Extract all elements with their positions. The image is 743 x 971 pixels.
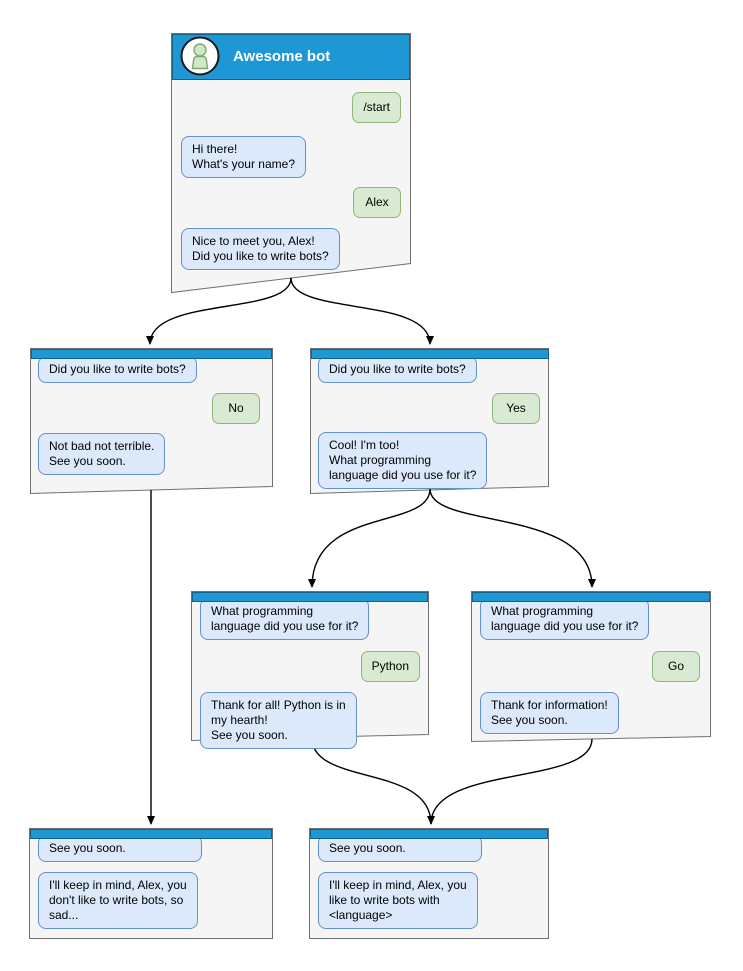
window-end-no-titlebar (30, 829, 272, 839)
message-bubble-question-echo: Did you like to write bots? (318, 356, 477, 383)
window-main: /start Hi there! What's your name? Alex … (172, 80, 410, 270)
message-bubble-user-name: Alex (353, 187, 401, 218)
window-python-branch: What programming language did you use fo… (192, 598, 428, 749)
message-bubble-see-you-soon: See you soon. (38, 835, 202, 862)
arrow-python-to-end-yes (311, 737, 435, 825)
window-yes-branch: Did you like to write bots? Yes Cool! I'… (311, 356, 549, 489)
window-main-title: Awesome bot (233, 48, 331, 65)
message-bubble-question-echo: Did you like to write bots? (38, 356, 197, 383)
window-no-branch: Did you like to write bots? No Not bad n… (31, 356, 272, 475)
message-bubble-nice-to-meet: Nice to meet you, Alex! Did you like to … (181, 228, 340, 270)
window-end-no: See you soon. I'll keep in mind, Alex, y… (30, 835, 272, 929)
message-bubble-end-yes-reply: I'll keep in mind, Alex, you like to wri… (318, 872, 478, 929)
message-bubble-greeting: Hi there! What's your name? (181, 136, 307, 178)
avatar (180, 36, 220, 76)
window-go-branch: What programming language did you use fo… (472, 598, 710, 734)
message-bubble-yes-reply: Cool! I'm too! What programming language… (318, 432, 488, 489)
arrow-main-to-yes-branch (290, 277, 434, 345)
arrow-go-to-end-yes (430, 738, 593, 825)
message-bubble-answer-python: Python (360, 651, 420, 682)
window-go-branch-titlebar (472, 592, 710, 602)
message-bubble-answer-go: Go (652, 651, 700, 682)
window-python-branch-titlebar (192, 592, 428, 602)
arrow-main-to-no-branch (146, 277, 292, 345)
arrow-yes-branch-to-python (308, 488, 431, 588)
arrow-yes-branch-to-go (429, 488, 596, 588)
message-bubble-see-you-soon: See you soon. (318, 835, 482, 862)
message-bubble-answer-yes: Yes (492, 393, 540, 424)
message-bubble-go-reply: Thank for information! See you soon. (480, 692, 619, 734)
message-bubble-answer-no: No (212, 393, 260, 424)
message-bubble-start-command: /start (352, 92, 401, 123)
person-icon (180, 36, 220, 76)
window-no-branch-titlebar (31, 349, 272, 359)
message-bubble-language-question: What programming language did you use fo… (200, 598, 370, 640)
message-bubble-no-reply: Not bad not terrible. See you soon. (38, 433, 166, 475)
window-end-yes: See you soon. I'll keep in mind, Alex, y… (310, 835, 548, 929)
message-bubble-python-reply: Thank for all! Python is in my hearth! S… (200, 692, 357, 749)
message-bubble-language-question: What programming language did you use fo… (480, 598, 650, 640)
window-yes-branch-titlebar (311, 349, 549, 359)
message-bubble-end-no-reply: I'll keep in mind, Alex, you don't like … (38, 872, 198, 929)
window-end-yes-titlebar (310, 829, 548, 839)
